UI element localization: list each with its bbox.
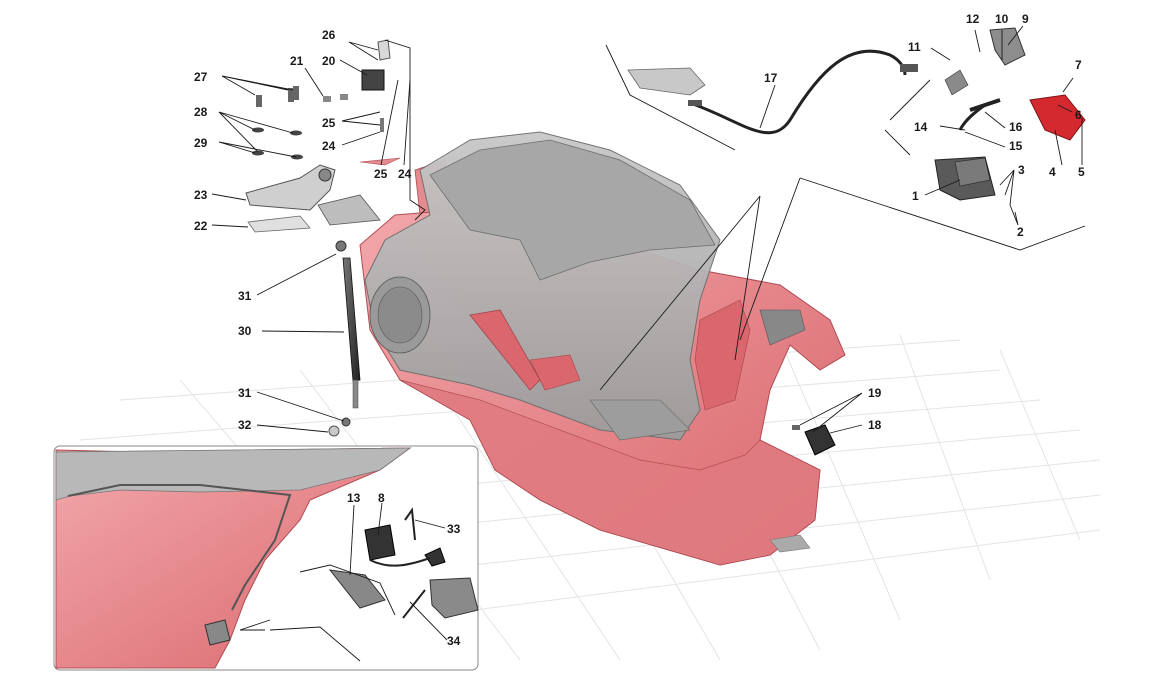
label-30: 30 <box>238 324 252 338</box>
label-32: 32 <box>238 418 252 432</box>
label-29: 29 <box>194 136 208 150</box>
label-11: 11 <box>908 40 921 54</box>
label-26: 26 <box>322 28 336 42</box>
label-27: 27 <box>194 70 208 84</box>
label-24-right: 24 <box>398 167 412 181</box>
inset-detail <box>53 445 479 671</box>
callout-labels: 1 2 3 4 5 6 7 8 9 10 11 12 13 14 15 16 1… <box>194 12 1085 648</box>
label-18: 18 <box>868 418 882 432</box>
gas-strut <box>328 240 361 437</box>
label-16: 16 <box>1009 120 1023 134</box>
striker-bracket <box>792 424 836 456</box>
label-19: 19 <box>868 386 882 400</box>
door-interior-trim <box>364 131 806 441</box>
label-31-bottom: 31 <box>238 386 252 400</box>
label-15: 15 <box>1009 139 1023 153</box>
label-7: 7 <box>1075 58 1082 72</box>
label-8: 8 <box>378 491 385 505</box>
label-23: 23 <box>194 188 208 202</box>
label-1: 1 <box>912 189 919 203</box>
label-25-right: 25 <box>374 167 388 181</box>
label-13: 13 <box>347 491 361 505</box>
label-31-top: 31 <box>238 289 252 303</box>
label-4: 4 <box>1049 165 1056 179</box>
lock-mechanism <box>934 27 1086 201</box>
label-12: 12 <box>966 12 980 26</box>
hinge-assembly <box>245 39 401 233</box>
label-33: 33 <box>447 522 461 536</box>
label-17: 17 <box>764 71 778 85</box>
label-14: 14 <box>914 120 928 134</box>
handle-cable-assembly <box>627 49 918 135</box>
label-22: 22 <box>194 219 208 233</box>
label-2: 2 <box>1017 225 1024 239</box>
label-3: 3 <box>1018 163 1025 177</box>
label-5: 5 <box>1078 165 1085 179</box>
label-21: 21 <box>290 54 304 68</box>
label-9: 9 <box>1022 12 1029 26</box>
label-6: 6 <box>1075 108 1082 122</box>
label-10: 10 <box>995 12 1009 26</box>
label-20: 20 <box>322 54 336 68</box>
leader-lines <box>211 25 1086 434</box>
label-34: 34 <box>447 634 461 648</box>
label-25-left: 25 <box>322 116 336 130</box>
inset-leader-lines <box>239 502 448 662</box>
label-24-left: 24 <box>322 139 336 153</box>
label-28: 28 <box>194 105 208 119</box>
